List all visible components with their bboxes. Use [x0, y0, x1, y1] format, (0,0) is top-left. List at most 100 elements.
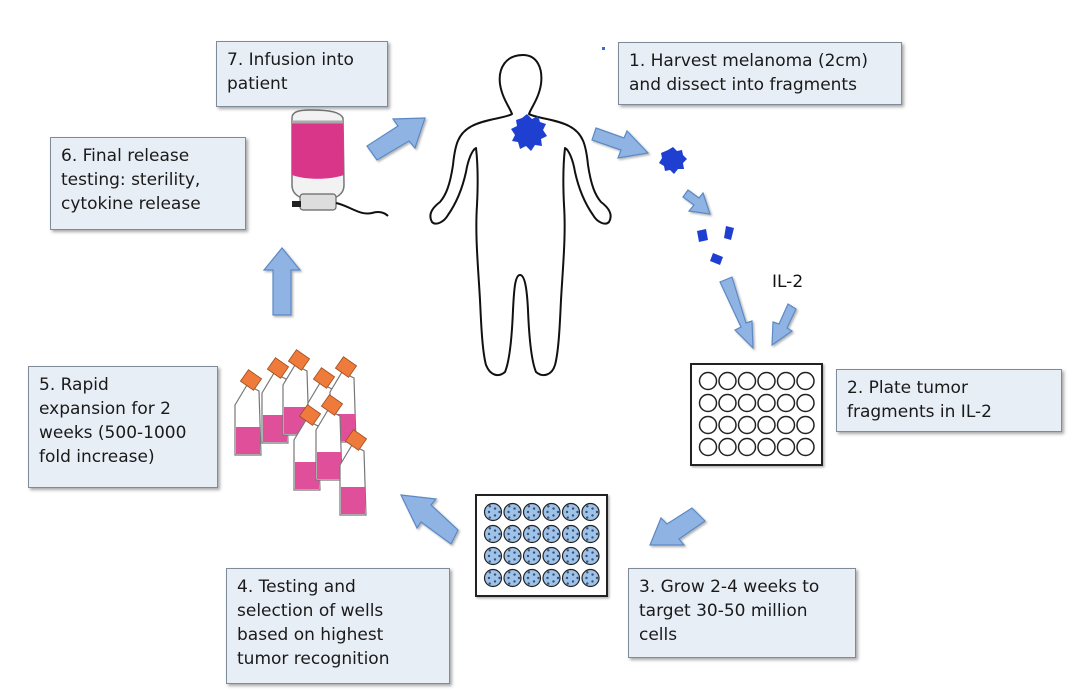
- well: [757, 393, 776, 413]
- cell-dot: [537, 554, 540, 558]
- stray-dot: [602, 47, 605, 50]
- well: [737, 371, 757, 391]
- cell-dot: [507, 532, 510, 536]
- cell-dot: [507, 554, 510, 558]
- cell-dot: [552, 580, 555, 583]
- cell-dot: [547, 505, 550, 508]
- cell-dot: [586, 516, 589, 519]
- flask: [293, 404, 322, 491]
- cell-dot: [595, 554, 599, 558]
- cell-dot: [487, 554, 491, 558]
- cell-dot: [488, 560, 491, 563]
- cell-dot: [566, 571, 570, 574]
- well: [503, 502, 522, 522]
- well: [718, 437, 737, 457]
- step-1-box: 1. Harvest melanoma (2cm) and dissect in…: [618, 42, 902, 105]
- cell-dot: [586, 560, 589, 563]
- cell-dot: [488, 516, 491, 519]
- cell-dot: [547, 549, 550, 552]
- cell-dot: [552, 573, 555, 576]
- cell-dot: [493, 558, 497, 561]
- well: [542, 524, 561, 544]
- cell-dot: [508, 538, 511, 541]
- cell-dot: [532, 529, 536, 532]
- cell-dot: [586, 582, 589, 585]
- cell-dot: [571, 514, 575, 517]
- flask: [315, 394, 344, 481]
- well: [581, 568, 600, 588]
- well: [503, 524, 522, 544]
- well: [483, 502, 503, 522]
- well: [796, 437, 815, 457]
- well: [796, 371, 815, 391]
- well: [542, 568, 561, 588]
- cell-dot: [552, 551, 555, 554]
- tumor-fragment-icon: [659, 147, 687, 174]
- well: [503, 568, 522, 588]
- cell-dot: [527, 549, 531, 552]
- cell-dot: [527, 527, 531, 530]
- well-plate-filled-icon: [475, 494, 608, 597]
- cell-dot: [527, 582, 530, 585]
- well: [581, 546, 600, 566]
- arrow-icon: [262, 247, 302, 316]
- well: [737, 437, 757, 457]
- cell-dot: [586, 505, 589, 508]
- well: [718, 415, 737, 435]
- cell-dot: [527, 538, 530, 541]
- cell-dot: [565, 554, 569, 558]
- well: [561, 524, 581, 544]
- cell-dot: [537, 576, 540, 580]
- cell-dot: [532, 558, 536, 561]
- cell-dot: [547, 527, 550, 530]
- cell-dot: [508, 571, 511, 574]
- well: [698, 415, 718, 435]
- cell-dot: [488, 538, 491, 541]
- cell-dot: [493, 514, 497, 517]
- cell-dot: [552, 536, 555, 539]
- cell-dot: [591, 558, 594, 561]
- cell-dot: [586, 571, 589, 574]
- cell-dot: [517, 576, 521, 580]
- cell-dot: [508, 582, 511, 585]
- cell-dot: [591, 580, 594, 583]
- well: [542, 546, 561, 566]
- arrow-icon: [366, 117, 426, 161]
- cell-dot: [552, 507, 555, 510]
- cell-dot: [513, 551, 516, 554]
- tumor-fragments-icon: [697, 226, 734, 265]
- well: [776, 437, 796, 457]
- cell-dot: [547, 582, 550, 585]
- cell-dot: [546, 554, 549, 558]
- arrow-icon: [719, 276, 754, 350]
- flask: [339, 429, 368, 516]
- arrows: [262, 117, 797, 546]
- well: [718, 393, 737, 413]
- cell-dot: [487, 510, 491, 514]
- cell-dot: [566, 582, 569, 585]
- cell-dot: [546, 532, 549, 536]
- cell-dot: [566, 560, 569, 563]
- step-6-box: 6. Final release testing: sterility, cyt…: [50, 137, 246, 230]
- well: [796, 415, 815, 435]
- cell-dot: [585, 532, 588, 536]
- cell-dot: [595, 532, 599, 536]
- cell-dot: [571, 558, 575, 561]
- cell-dot: [556, 554, 560, 558]
- cell-dot: [537, 532, 540, 536]
- cell-dot: [576, 576, 579, 580]
- cell-dot: [493, 573, 497, 576]
- cell-dot: [493, 580, 497, 583]
- cell-dot: [527, 516, 530, 519]
- well: [581, 524, 600, 544]
- cell-dot: [532, 551, 536, 554]
- cell-dot: [591, 529, 594, 532]
- cell-dot: [498, 532, 501, 536]
- cell-dot: [526, 576, 530, 580]
- well: [737, 415, 757, 435]
- cell-dot: [571, 536, 575, 539]
- cell-dot: [526, 510, 530, 514]
- cell-dot: [488, 505, 492, 508]
- cell-dot: [566, 505, 570, 508]
